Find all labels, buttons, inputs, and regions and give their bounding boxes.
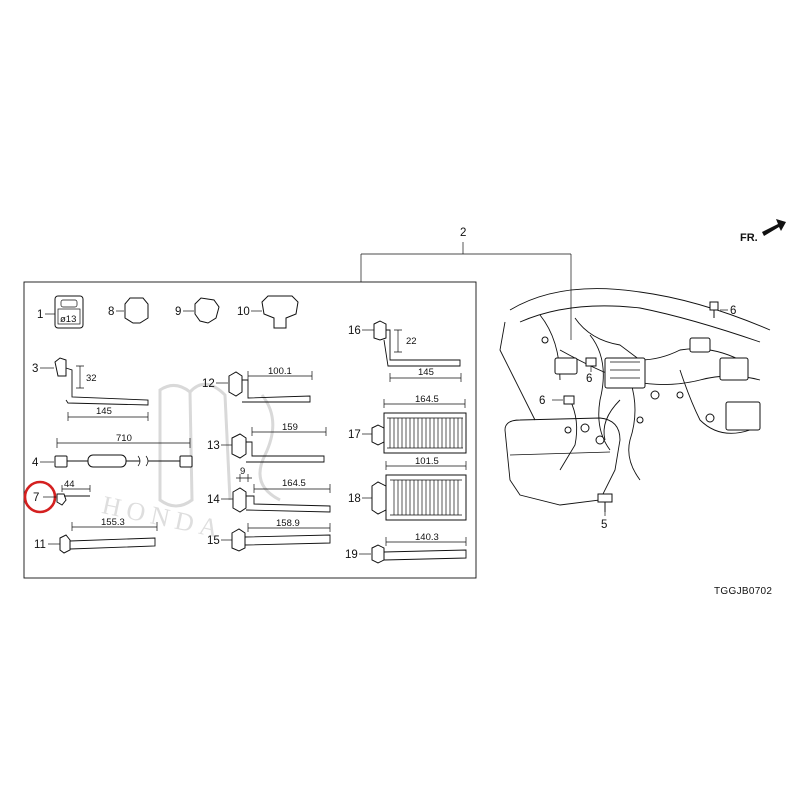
part-1-grommet: ø13 <box>54 295 84 329</box>
part-11-length-dim: 155.3 <box>101 517 125 528</box>
callout-12: 12 <box>202 378 215 390</box>
part-14-harness-band: 9 164.5 <box>232 466 331 513</box>
front-label: FR. <box>740 232 758 244</box>
part-5-bolt <box>597 493 613 512</box>
callout-1: 1 <box>37 309 43 321</box>
part-10-clip <box>261 295 299 329</box>
front-direction-arrow: FR. <box>740 219 786 244</box>
part-15-harness-band: 158.9 <box>231 518 331 552</box>
part-16-harness-band: 22 145 <box>373 320 462 382</box>
callout-6-left: 6 <box>539 395 545 407</box>
part-13-harness-band: 159 <box>231 422 327 463</box>
part-9-clip <box>194 297 220 324</box>
part-6-bolt-left <box>563 395 575 405</box>
callout-17: 17 <box>348 429 361 441</box>
part-12-length-dim: 100.1 <box>268 366 292 377</box>
part-16-length-dim: 145 <box>418 367 434 378</box>
part-4-cable: 710 <box>54 433 193 468</box>
callout-19: 19 <box>345 549 358 561</box>
part-7-length-dim: 44 <box>64 479 75 490</box>
diagram-code: TGGJB0702 <box>714 586 772 597</box>
part-14-offset-dim: 9 <box>240 466 245 477</box>
dashboard-harness-illustration <box>499 288 771 506</box>
part-1-diameter: ø13 <box>60 314 76 325</box>
part-3-height-dim: 32 <box>86 373 97 384</box>
callout-8: 8 <box>108 306 114 318</box>
callout-3: 3 <box>32 363 38 375</box>
part-4-length-dim: 710 <box>116 433 132 444</box>
callout-2: 2 <box>460 227 466 239</box>
callout-7: 7 <box>33 492 39 504</box>
callout-18: 18 <box>348 493 361 505</box>
part-7-clip: 44 <box>56 479 91 506</box>
callout-14: 14 <box>207 494 220 506</box>
part-19-harness-band: 140.3 <box>371 532 467 564</box>
part-17-harness-band: 164.5 <box>371 394 467 454</box>
part-6-bolt-mid <box>585 357 597 367</box>
callout-11: 11 <box>34 539 46 551</box>
part-12-harness-band: 100.1 <box>228 366 313 403</box>
part-11-harness-band: 155.3 <box>59 517 158 554</box>
part-3-harness-band: 32 145 <box>54 357 149 421</box>
callout-16: 16 <box>348 325 361 337</box>
part-6-bolt-top <box>709 301 719 318</box>
callout-6-mid: 6 <box>586 373 592 385</box>
part-15-length-dim: 158.9 <box>276 518 300 529</box>
part-8-clip <box>124 297 149 324</box>
callout-4: 4 <box>32 457 39 469</box>
part-16-height-dim: 22 <box>406 336 417 347</box>
part-13-length-dim: 159 <box>282 422 298 433</box>
callout-15: 15 <box>207 535 220 547</box>
part-18-length-dim: 101.5 <box>415 456 439 467</box>
callout-5: 5 <box>601 519 607 531</box>
part-17-length-dim: 164.5 <box>415 394 439 405</box>
part-14-length-dim: 164.5 <box>282 478 306 489</box>
callout-6-top: 6 <box>730 305 736 317</box>
part-3-length-dim: 145 <box>96 406 112 417</box>
callout-13: 13 <box>207 440 220 452</box>
callout-10: 10 <box>237 306 250 318</box>
part-19-length-dim: 140.3 <box>415 532 439 543</box>
callout-9: 9 <box>175 306 181 318</box>
parts-kit-frame <box>23 281 477 579</box>
part-18-harness-band: 101.5 <box>371 456 467 521</box>
